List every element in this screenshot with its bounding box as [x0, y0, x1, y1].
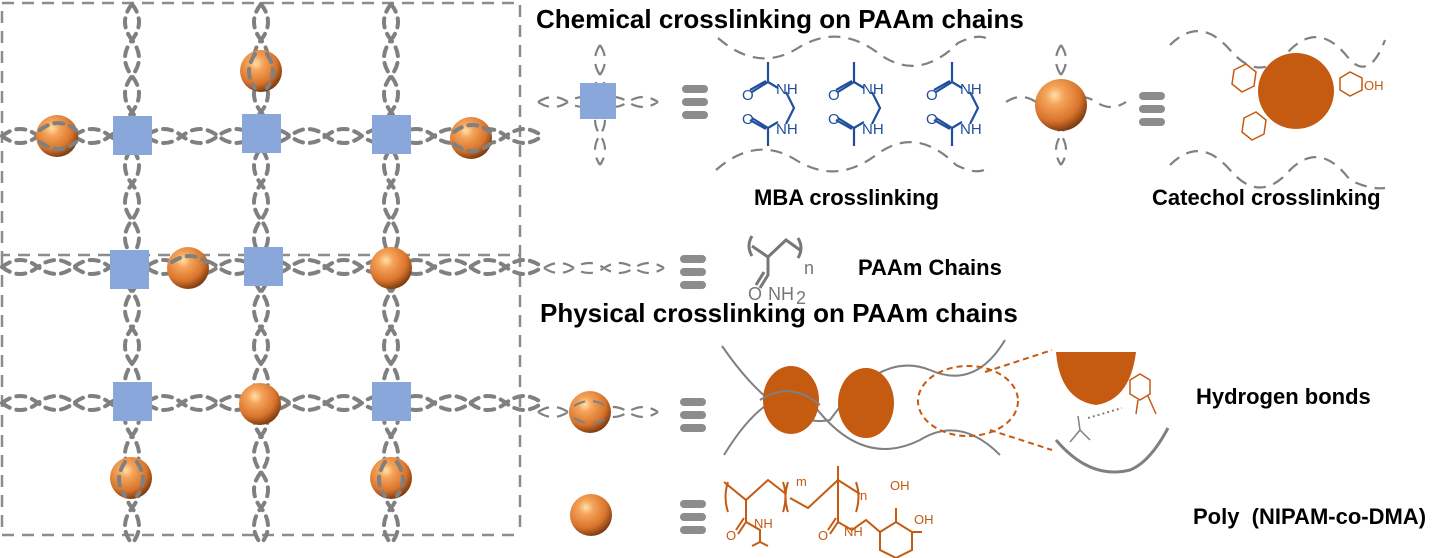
mba-crosslinking-label: MBA crosslinking: [754, 185, 939, 210]
svg-text:NH: NH: [776, 81, 798, 98]
nanoparticle-sphere: [167, 247, 209, 289]
svg-text:NH: NH: [960, 81, 982, 98]
svg-text:NH: NH: [768, 284, 794, 304]
svg-text:2: 2: [796, 288, 806, 308]
svg-text:NH: NH: [844, 524, 863, 539]
sphere-icon: [1035, 79, 1087, 131]
poly-nipam-co-dma-label: Poly (NIPAM-co-DMA): [1193, 504, 1426, 529]
paam-structure: [747, 235, 803, 289]
catechol-particle: [1258, 53, 1334, 129]
equivalence-icon: [680, 500, 706, 534]
mba-crosslinker-square: [244, 247, 283, 286]
chain-overlay: [38, 121, 78, 151]
svg-text:m: m: [796, 474, 807, 489]
chain-overlay: [170, 254, 208, 264]
svg-text:O: O: [828, 87, 840, 104]
mba-crosslinker-square: [372, 382, 411, 421]
nanoparticle-sphere: [110, 457, 152, 499]
chain-overlay: [377, 460, 405, 498]
nanoparticle-sphere: [240, 50, 282, 92]
hbond-network-structure: [721, 339, 1170, 474]
equivalence-icon: [680, 255, 706, 289]
chemical-crosslinking-title: Chemical crosslinking on PAAm chains: [536, 4, 1024, 34]
poly-nipam-co-dma-structure: [723, 466, 922, 558]
mba-legend-icon: [537, 44, 659, 166]
nanoparticle-sphere: [370, 457, 412, 499]
svg-text:NH: NH: [754, 516, 773, 531]
network-panel: [0, 1, 544, 546]
mba-square-icon: [580, 83, 616, 119]
svg-text:NH: NH: [862, 121, 884, 138]
sphere-icon: [569, 391, 611, 433]
svg-text:O: O: [828, 111, 840, 128]
equivalence-icon: [1139, 92, 1165, 126]
mba-crosslinker-square: [113, 382, 152, 421]
paam-chains-label: PAAm Chains: [858, 255, 1002, 280]
mba-crosslinker-square: [372, 115, 411, 154]
mba-crosslinker-square: [110, 250, 149, 289]
svg-text:O: O: [748, 284, 762, 304]
svg-text:O: O: [926, 111, 938, 128]
nanoparticle-sphere: [239, 383, 281, 425]
svg-text:OH: OH: [1364, 78, 1384, 93]
chain-overlay: [117, 460, 145, 498]
hbond-legend-icon: [537, 391, 659, 433]
svg-text:O: O: [742, 111, 754, 128]
svg-text:O: O: [726, 528, 736, 543]
svg-text:n: n: [860, 488, 867, 503]
physical-crosslinking-title: Physical crosslinking on PAAm chains: [540, 298, 1018, 328]
paam-chain-icon: [543, 261, 665, 275]
equivalence-icon: [680, 398, 706, 432]
catechol-legend-icon: [1005, 44, 1127, 166]
svg-text:O: O: [926, 87, 938, 104]
svg-text:OH: OH: [914, 512, 934, 527]
equivalence-icon: [682, 85, 708, 119]
svg-text:O: O: [818, 528, 828, 543]
svg-text:NH: NH: [960, 121, 982, 138]
chain-overlay: [452, 123, 492, 153]
mba-crosslinker-square: [242, 114, 281, 153]
hydrogen-bonds-label: Hydrogen bonds: [1196, 384, 1371, 409]
chain-overlay: [247, 52, 275, 90]
catechol-structure: OH: [1169, 30, 1387, 190]
nanoparticle-legend-sphere: [570, 494, 612, 536]
svg-text:n: n: [804, 258, 814, 278]
mba-structure: O NH O NH O NH O NH O NH O NH: [715, 35, 989, 173]
svg-text:OH: OH: [890, 478, 910, 493]
svg-text:NH: NH: [776, 121, 798, 138]
svg-text:NH: NH: [862, 81, 884, 98]
catechol-crosslinking-label: Catechol crosslinking: [1152, 185, 1381, 210]
svg-text:O: O: [742, 87, 754, 104]
mba-crosslinker-square: [113, 116, 152, 155]
nanoparticle-sphere: [370, 247, 412, 289]
